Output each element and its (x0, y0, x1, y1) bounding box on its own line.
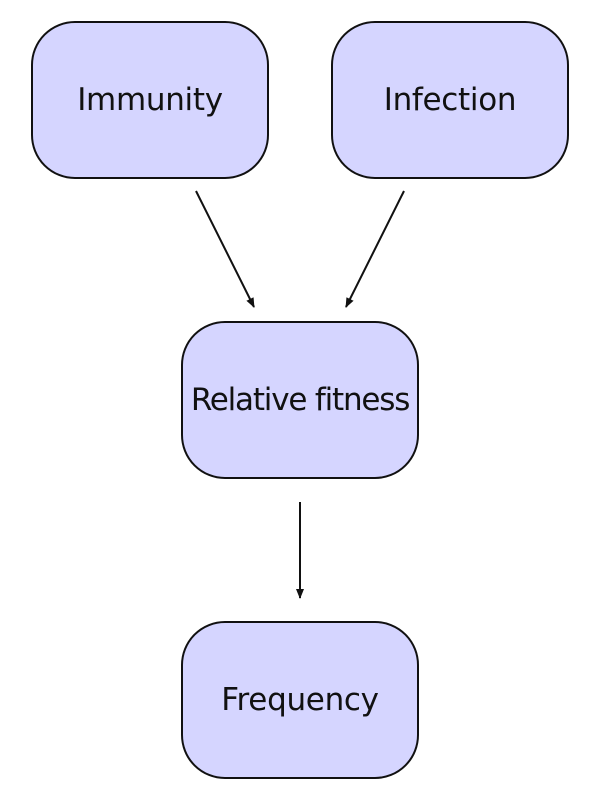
node-infection-label: Infection (383, 82, 517, 118)
node-frequency-label: Frequency (221, 682, 379, 718)
arrow-infection-to-fitness (345, 190, 405, 308)
node-frequency: Frequency (181, 621, 419, 779)
node-infection: Infection (331, 21, 569, 179)
node-relative-fitness: Relative fitness (181, 321, 419, 479)
node-immunity: Immunity (31, 21, 269, 179)
arrow-immunity-to-fitness (195, 190, 255, 308)
node-relative-fitness-label: Relative fitness (190, 382, 411, 418)
node-immunity-label: Immunity (77, 82, 223, 118)
